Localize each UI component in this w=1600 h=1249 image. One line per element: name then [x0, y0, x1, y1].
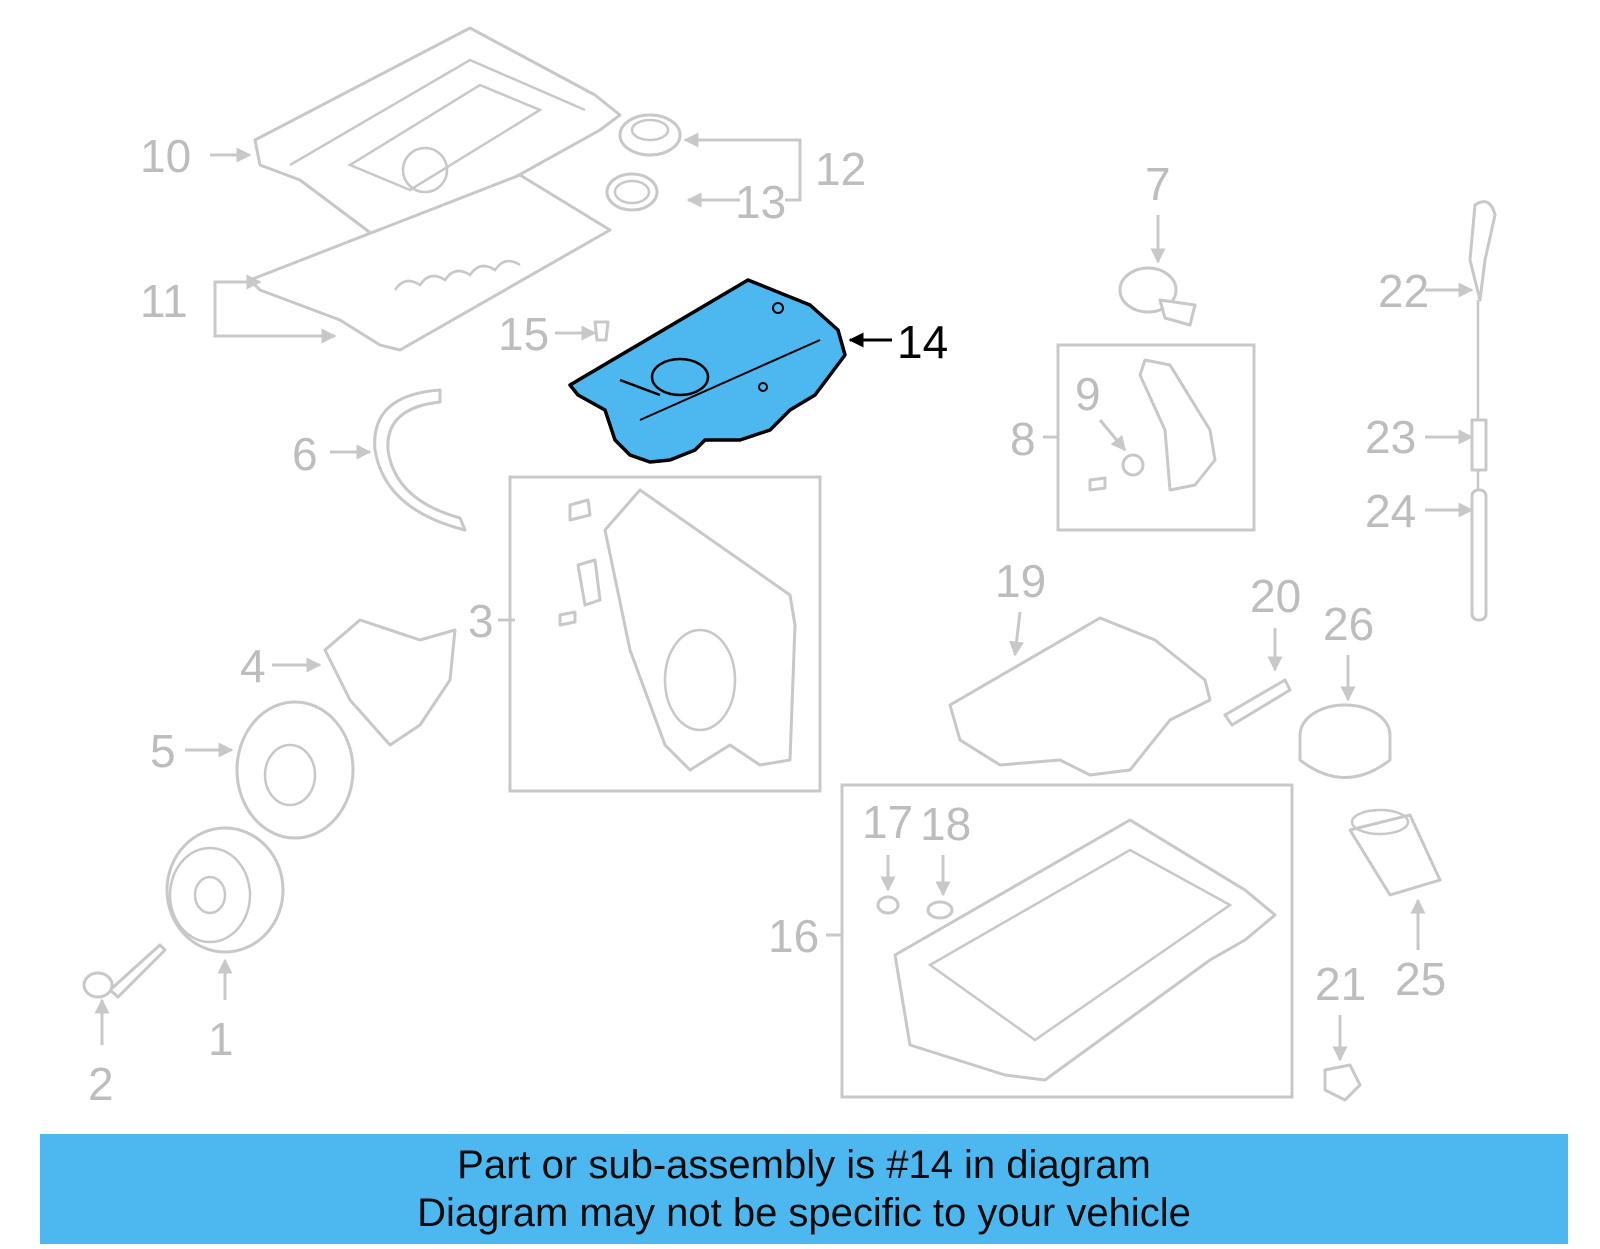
banner-line-1: Part or sub-assembly is #14 in diagram	[457, 1143, 1151, 1187]
banner-line-2: Diagram may not be specific to your vehi…	[417, 1191, 1191, 1235]
callout-6: 6	[292, 428, 318, 480]
callout-22: 22	[1378, 265, 1429, 317]
callout-23: 23	[1365, 411, 1416, 463]
callout-15: 15	[498, 308, 549, 360]
oil-baffle-part	[948, 616, 1212, 777]
callout-21: 21	[1315, 958, 1366, 1010]
callout-14: 14	[897, 316, 948, 368]
callout-2: 2	[88, 1058, 114, 1110]
sensor-part	[1118, 266, 1197, 327]
callout-5: 5	[150, 725, 176, 777]
valve-cover-part	[253, 26, 622, 252]
pulley-bolt-part	[82, 943, 167, 999]
oil-filler-cap-part	[605, 113, 682, 212]
callout-13: 13	[735, 176, 786, 228]
chain-tensioner-part	[1088, 358, 1217, 492]
callout-11: 11	[140, 275, 188, 327]
callout-25: 25	[1395, 953, 1446, 1005]
oil-pan-box	[840, 783, 1294, 1099]
callout-20: 20	[1250, 570, 1301, 622]
bolt-part	[593, 320, 610, 342]
drain-plug-part	[1323, 1063, 1362, 1102]
callout-18: 18	[920, 798, 971, 850]
callout-26: 26	[1323, 598, 1374, 650]
crankshaft-pulley-part	[165, 826, 285, 954]
timing-belt-part	[373, 388, 467, 532]
info-banner: Part or sub-assembly is #14 in diagram D…	[40, 1134, 1568, 1244]
callout-8: 8	[1010, 413, 1036, 465]
callout-17: 17	[862, 796, 913, 848]
callout-1: 1	[208, 1013, 234, 1065]
callout-10: 10	[140, 130, 191, 182]
callout-4: 4	[240, 640, 266, 692]
oil-cooler-part	[1298, 703, 1392, 779]
oil-filter-part	[1348, 808, 1442, 897]
callout-16: 16	[768, 910, 819, 962]
drive-plate-part	[235, 700, 355, 840]
callout-24: 24	[1365, 485, 1416, 537]
timing-cover-box	[508, 475, 822, 793]
callout-3: 3	[468, 595, 494, 647]
timing-belt-guard-part	[323, 618, 457, 747]
callout-9: 9	[1075, 368, 1101, 420]
dipstick-part	[1468, 200, 1497, 622]
engine-cover-highlighted	[568, 278, 847, 464]
callout-7: 7	[1145, 158, 1171, 210]
callout-12: 12	[815, 143, 866, 195]
valve-cover-gasket-part	[248, 173, 612, 352]
oil-sensor-part	[1223, 678, 1292, 727]
oil-pan-part	[876, 818, 1277, 1082]
timing-cover-part	[558, 488, 797, 772]
callout-19: 19	[995, 555, 1046, 607]
